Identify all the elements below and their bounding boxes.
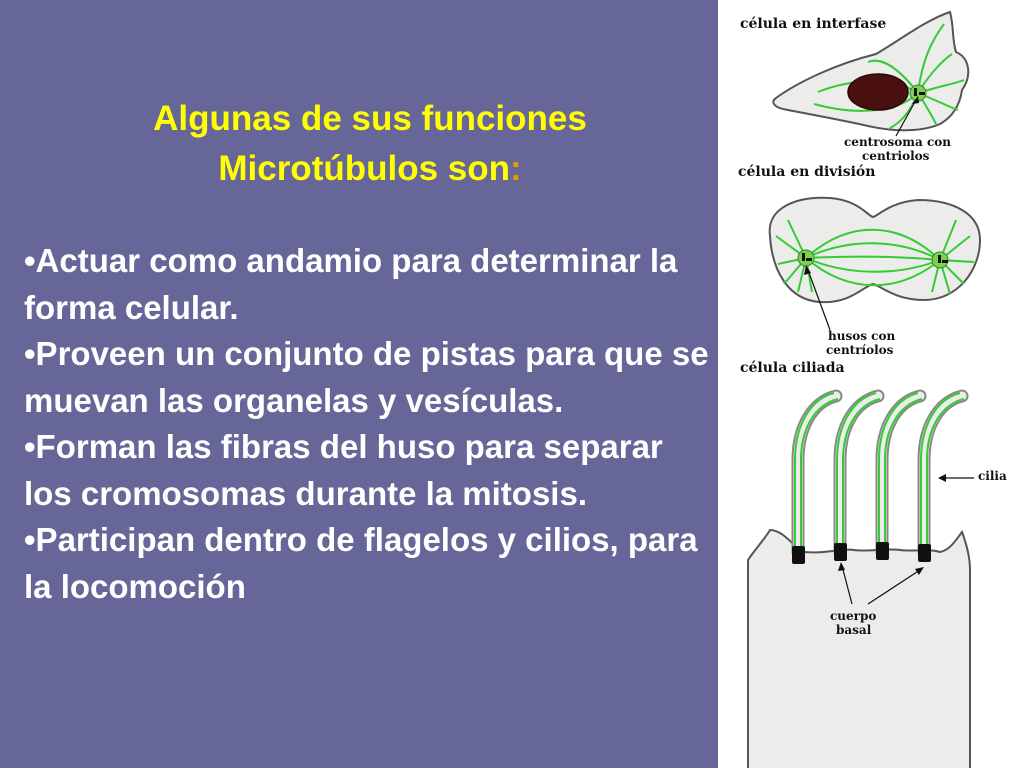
basal-pointer (867, 569, 921, 605)
basal-body (834, 543, 847, 561)
bullet-scaffold: •Actuar como andamio para determinar la … (24, 242, 678, 326)
centrosome-pointer-arrowhead (912, 96, 919, 104)
bullet-list: •Actuar como andamio para determinar la … (24, 238, 714, 610)
spindle-pointer (807, 269, 831, 331)
cilia-pointer-arrowhead (938, 474, 946, 482)
centriole-mark (919, 92, 925, 95)
spindle-label-line-1: husos con (828, 329, 895, 343)
dividing-cell (768, 196, 982, 304)
centriole-mark (942, 260, 948, 263)
text-panel: Algunas de sus funciones Microtúbulos so… (0, 0, 718, 768)
title-line-2-text: Microtúbulos son (218, 149, 510, 188)
ciliated-cell (747, 389, 971, 768)
cilium (875, 389, 927, 559)
centriole-mark (914, 88, 917, 96)
basal-label-line-1: cuerpo (830, 609, 876, 623)
cilium (791, 389, 843, 559)
basal-bodies (792, 542, 931, 564)
division-caption: célula en división (738, 164, 875, 180)
basal-pointer (841, 565, 853, 605)
centrosome-label-line-2: centriolos (862, 149, 930, 163)
title-line-1: Algunas de sus funciones (153, 99, 587, 138)
dividing-cell-membrane (768, 196, 982, 304)
cilium (917, 389, 969, 559)
title-colon: : (510, 149, 522, 188)
cilia-label: cilia (978, 469, 1007, 483)
ciliated-caption: célula ciliada (740, 360, 845, 376)
bullet-spindle: •Forman las fibras del huso para separar… (24, 428, 663, 512)
spindle-label-line-2: centríolos (826, 343, 894, 357)
ciliated-cell-body (747, 528, 971, 768)
basal-body (918, 544, 931, 562)
basal-body (792, 546, 805, 564)
centriole-mark (802, 253, 805, 261)
bullet-tracks: •Proveen un conjunto de pistas para que … (24, 335, 709, 419)
centriole-mark (938, 255, 941, 263)
basal-pointer-arrowhead (915, 567, 924, 575)
interphase-cell (772, 10, 970, 132)
centriole-mark (806, 258, 812, 261)
title-line-2: Microtúbulos son: (60, 144, 680, 194)
basal-pointer-arrowhead (838, 562, 845, 571)
diagram-panel: célula en interfase (718, 0, 1024, 768)
centrosome-label-line-1: centrosoma con (844, 135, 951, 149)
interphase-caption: célula en interfase (740, 16, 886, 32)
cilium (833, 389, 885, 559)
basal-body (876, 542, 889, 560)
basal-label-line-2: basal (836, 623, 872, 637)
cilia (791, 389, 969, 559)
slide-title: Algunas de sus funciones Microtúbulos so… (60, 94, 680, 194)
interphase-nucleus (847, 73, 909, 111)
microtubule-diagram: célula en interfase (738, 10, 1007, 768)
bullet-locomotion: •Participan dentro de flagelos y cilios,… (24, 521, 698, 605)
spindle-pointer-arrowhead (804, 265, 811, 275)
